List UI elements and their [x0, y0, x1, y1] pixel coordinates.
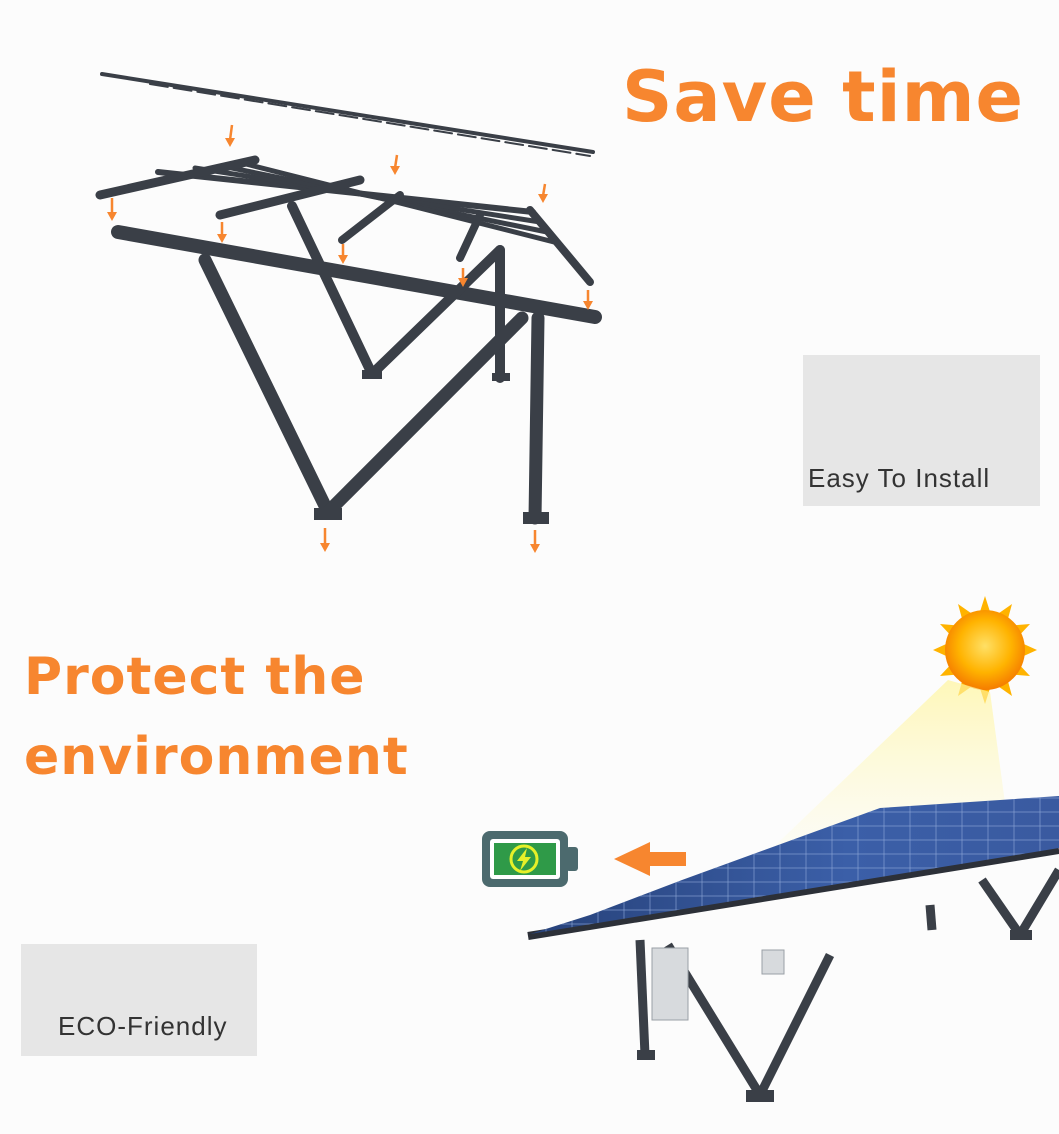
headline-line-1: Protect the [24, 647, 366, 707]
mounting-frame-diagram [95, 72, 602, 525]
battery-charging-icon [482, 831, 578, 887]
arrow-down-icon [107, 198, 117, 221]
easy-install-label: Easy To Install [808, 463, 991, 493]
arrow-down-icon [583, 290, 593, 310]
arrow-down-icon [320, 528, 330, 552]
arrow-down-icon [458, 268, 468, 287]
arrow-down-icon [390, 154, 400, 175]
headline-protect-environment: Protect the environment [24, 637, 409, 797]
arrow-down-icon [225, 124, 235, 147]
solar-carport [527, 796, 1059, 1102]
eco-friendly-label: ECO-Friendly [58, 1011, 228, 1041]
easy-install-label-box: Easy To Install [803, 355, 1040, 506]
headline-save-time: Save time [622, 56, 1024, 138]
sun-icon [933, 596, 1037, 704]
arrow-left-icon [614, 842, 686, 876]
headline-line-2: environment [24, 727, 409, 787]
arrow-down-icon [217, 222, 227, 243]
arrow-down-icon [338, 244, 348, 264]
eco-friendly-label-box: ECO-Friendly [21, 944, 257, 1056]
arrow-down-icon [530, 530, 540, 553]
arrow-down-icon [538, 183, 548, 203]
assembly-arrows [107, 124, 593, 553]
